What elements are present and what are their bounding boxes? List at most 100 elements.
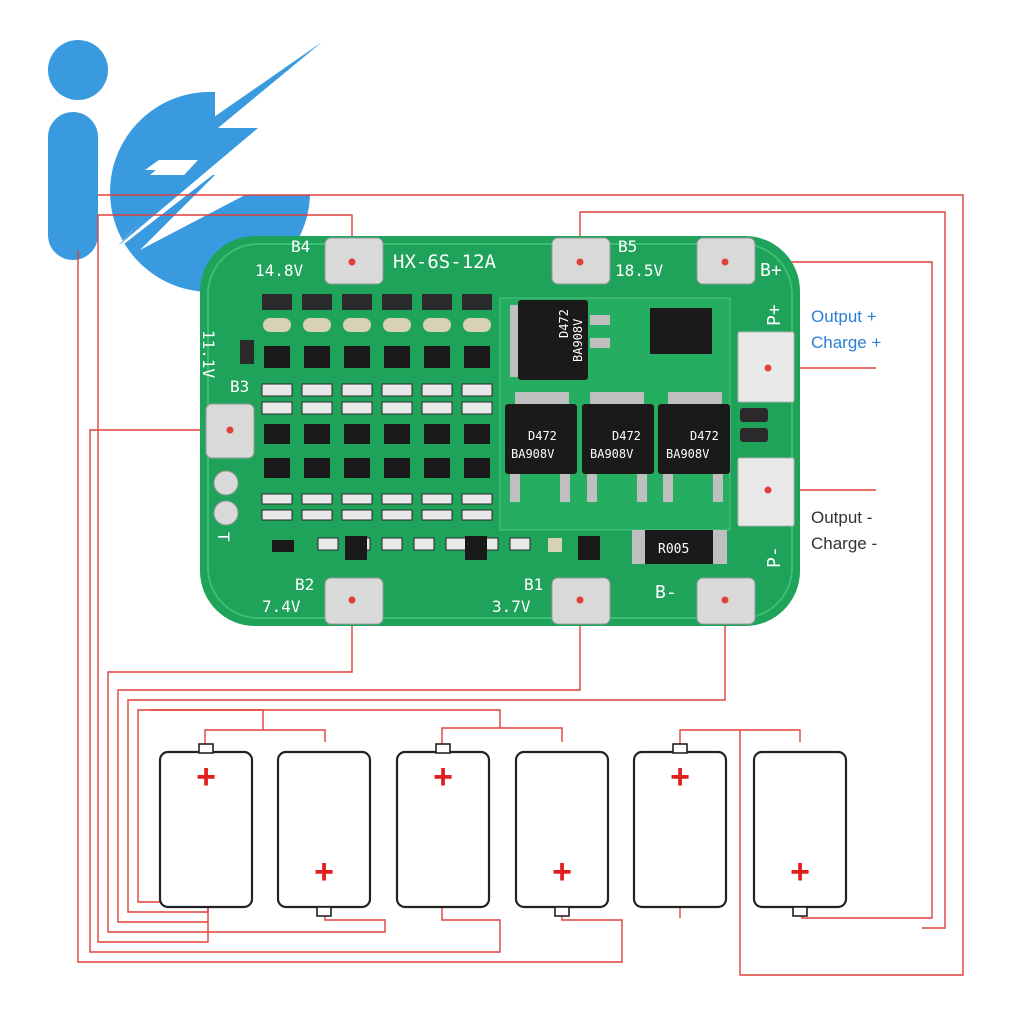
smd-capacitor: [422, 294, 452, 310]
smd-fuse: [303, 318, 331, 332]
mosfet-3-line1: D472: [690, 429, 719, 443]
output-minus-label: Output -: [811, 508, 873, 527]
smd-capacitor: [240, 340, 254, 364]
smd-ic: [384, 346, 410, 368]
smd-capacitor: [382, 294, 412, 310]
smd-capacitor: [548, 538, 562, 552]
battery-4: +: [514, 750, 610, 917]
pad-b1-voltage: 3.7V: [492, 597, 531, 616]
solder-pads: [205, 237, 795, 625]
smd-components: [240, 294, 600, 560]
smd-resistor: [413, 537, 435, 551]
smd-transistor: [424, 458, 450, 478]
smd-ic: [424, 346, 450, 368]
smd-resistor: [301, 509, 333, 521]
smd-resistor: [461, 493, 493, 505]
smd-resistor: [261, 401, 293, 415]
smd-resistor: [421, 493, 453, 505]
smd-resistor: [261, 383, 293, 397]
board-model: HX-6S-12A: [393, 251, 497, 273]
mosfet-3-line2: BA908V: [666, 447, 709, 461]
pad-b1-name: B1: [524, 575, 543, 594]
smd-capacitor: [462, 294, 492, 310]
smd-resistor: [341, 383, 373, 397]
pad-p-minus-label: P-: [764, 546, 785, 568]
smd-resistor: [445, 537, 467, 551]
smd-resistor: [381, 509, 413, 521]
smd-fuse: [263, 318, 291, 332]
pad-b2-voltage: 7.4V: [262, 597, 301, 616]
battery-1: +: [158, 743, 254, 909]
smd-resistor: [461, 509, 493, 521]
smd-transistor: [384, 458, 410, 478]
smd-transistor: [464, 458, 490, 478]
smd-resistor: [317, 537, 339, 551]
battery-plus-sign: +: [314, 853, 334, 891]
smd-ic: [344, 346, 370, 368]
pad-t2: [213, 500, 239, 526]
battery-2: +: [276, 750, 372, 917]
smd-resistor: [461, 383, 493, 397]
smd-resistor: [341, 401, 373, 415]
smd-fuse: [383, 318, 411, 332]
smd-resistor: [381, 401, 413, 415]
smd-ic: [464, 346, 490, 368]
pad-p-plus-label: P+: [764, 304, 785, 326]
silkscreen: HX-6S-12A B4 14.8V B5 18.5V B+ 11.1V B3 …: [199, 237, 785, 616]
smd-capacitor: [302, 294, 332, 310]
mosfet-2-line2: BA908V: [590, 447, 633, 461]
smd-fuse: [463, 318, 491, 332]
smd-resistor: [461, 401, 493, 415]
smd-capacitor: [262, 294, 292, 310]
mosfet-main: [518, 300, 588, 380]
battery-plus-sign: +: [433, 758, 453, 796]
smd-resistor: [341, 493, 373, 505]
smd-resistor: [421, 383, 453, 397]
mosfets: [505, 300, 768, 564]
smd-resistor: [421, 401, 453, 415]
pad-b4-voltage: 14.8V: [255, 261, 304, 280]
mosfet-3: [658, 404, 730, 474]
pad-t1: [213, 470, 239, 496]
charge-plus-label: Charge +: [811, 333, 882, 352]
smd-transistor: [344, 424, 370, 444]
smd-fuse: [343, 318, 371, 332]
battery-6: +: [752, 750, 848, 917]
smd-resistor: [381, 383, 413, 397]
smd-resistor: [301, 383, 333, 397]
battery-terminal: [672, 743, 688, 754]
charge-minus-label: Charge -: [811, 534, 878, 553]
smd-resistor: [341, 509, 373, 521]
battery-terminal: [435, 743, 451, 754]
shunt-resistor: [645, 530, 713, 564]
smd-transistor: [424, 424, 450, 444]
smd-resistor: [261, 493, 293, 505]
shunt-label: R005: [658, 542, 689, 557]
battery-plus-sign: +: [670, 758, 690, 796]
smd-fuse: [423, 318, 451, 332]
smd-transistor: [344, 458, 370, 478]
smd-resistor: [421, 509, 453, 521]
pad-b4-name: B4: [291, 237, 310, 256]
pad-b3-voltage: 11.1V: [199, 330, 218, 379]
battery-plus-sign: +: [196, 758, 216, 796]
smd-transistor: [264, 458, 290, 478]
pad-b-plus-label: B+: [760, 260, 782, 281]
battery-terminal: [554, 906, 570, 917]
battery-3: +: [395, 743, 491, 909]
smd-resistor: [381, 537, 403, 551]
mosfet-2-line1: D472: [612, 429, 641, 443]
mosfet-1-line1: D472: [528, 429, 557, 443]
smd-transistor: [304, 424, 330, 444]
smd-ic: [304, 346, 330, 368]
pad-b3-name: B3: [230, 377, 249, 396]
battery-plus-sign: +: [552, 853, 572, 891]
smd-ic: [264, 346, 290, 368]
output-plus-label: Output +: [811, 307, 877, 326]
smd-resistor: [301, 401, 333, 415]
smd-resistor: [509, 537, 531, 551]
battery-terminal: [792, 906, 808, 917]
mosfet-2: [582, 404, 654, 474]
pad-t-label: T: [214, 532, 233, 542]
